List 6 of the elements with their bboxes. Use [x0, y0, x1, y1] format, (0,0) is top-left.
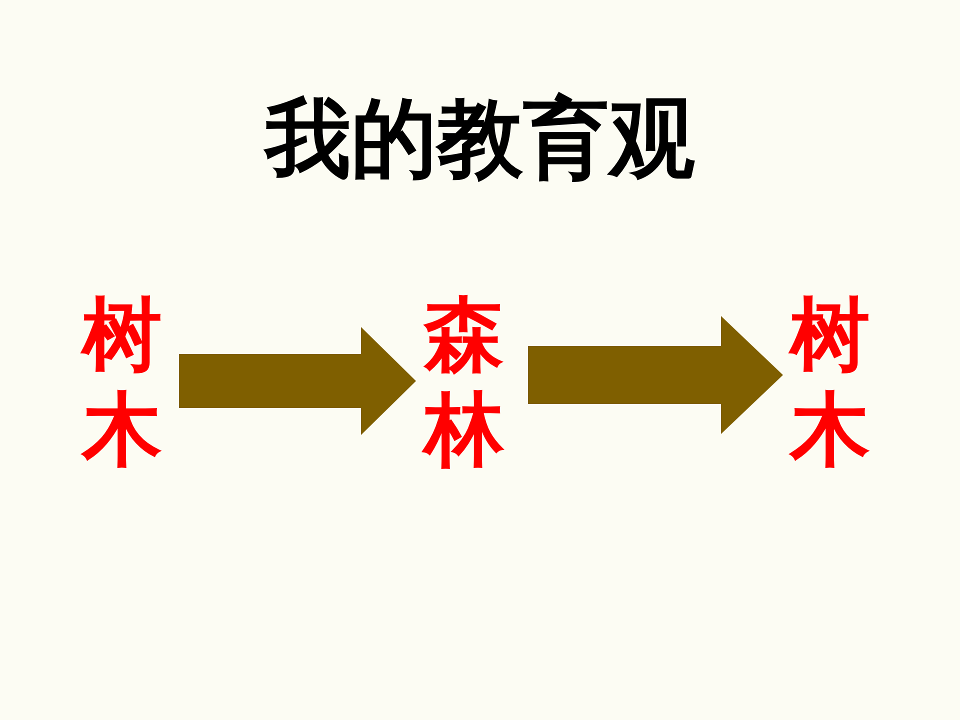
block-arrow — [528, 316, 783, 434]
node-label: 树木 — [790, 287, 870, 477]
title: 我的教育观 — [265, 88, 695, 191]
block-arrow — [179, 327, 416, 435]
node-label: 树木 — [82, 287, 162, 477]
node-label: 森林 — [424, 287, 504, 477]
